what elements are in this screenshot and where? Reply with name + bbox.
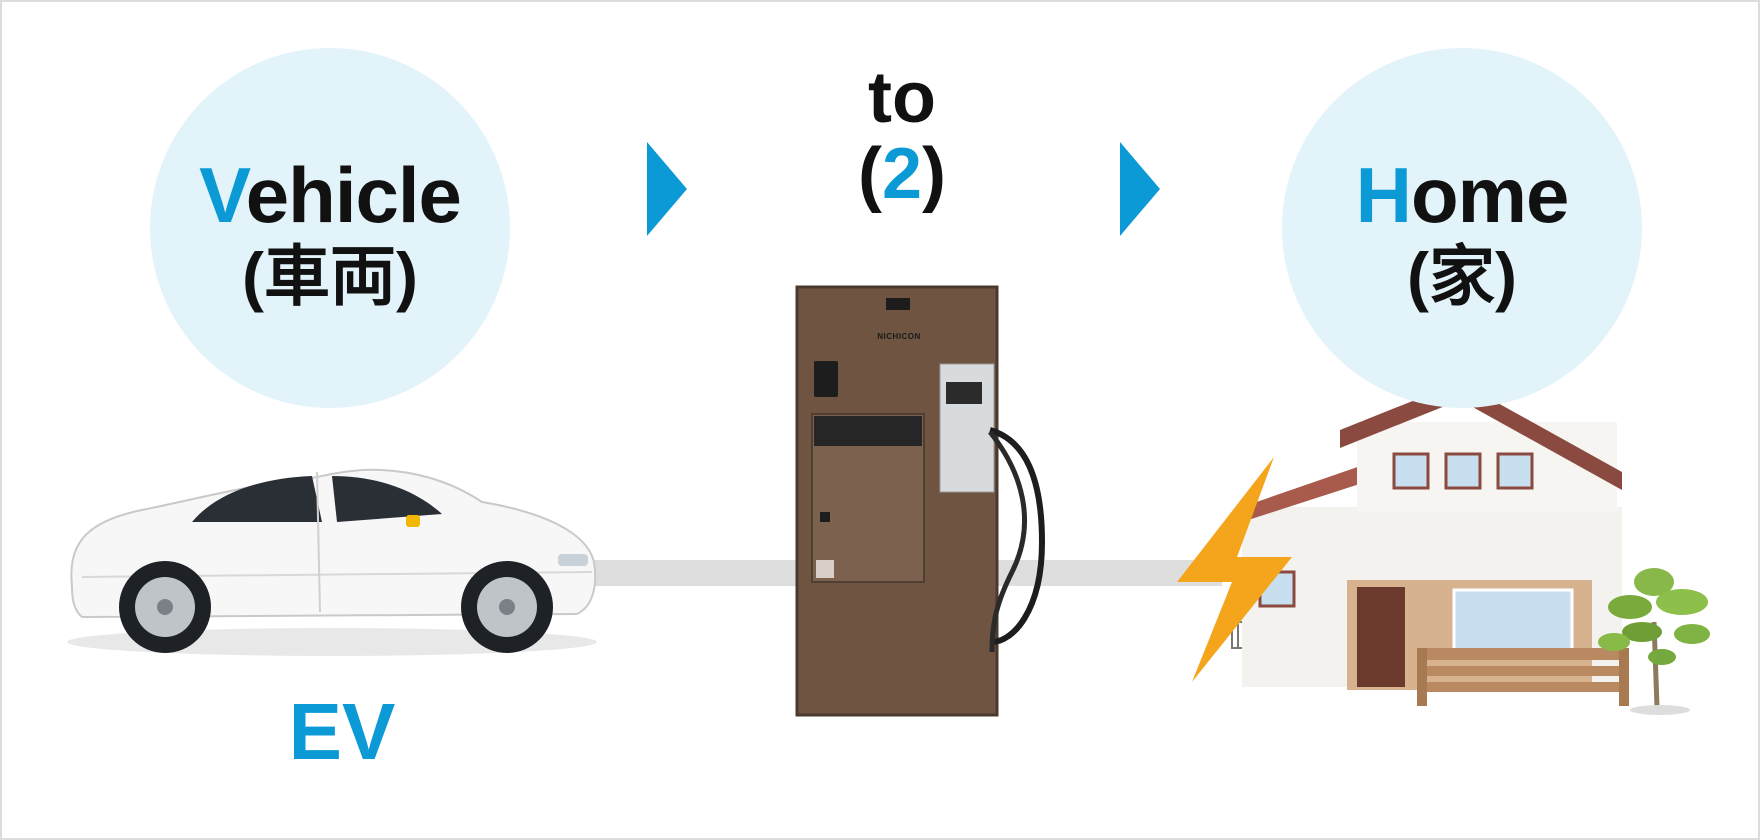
home-subtitle: (家): [1407, 239, 1517, 313]
charger-brand-label: NICHICON: [877, 332, 921, 341]
to-label: to (2): [812, 62, 992, 210]
lightning-icon: [1177, 457, 1292, 682]
home-title: Home: [1282, 156, 1642, 234]
two-digit: 2: [881, 134, 923, 214]
home-initial: H: [1355, 151, 1412, 239]
two-label: (2): [812, 138, 992, 210]
arrow-right-icon: [1120, 142, 1160, 236]
paren-close: ): [922, 134, 946, 214]
vehicle-title: Vehicle: [150, 156, 510, 234]
vehicle-initial: V: [199, 151, 247, 239]
home-rest: ome: [1410, 151, 1569, 239]
car-icon: [67, 468, 597, 656]
house-icon: [1231, 382, 1629, 706]
home-circle: Home (家): [1282, 48, 1642, 408]
charger-icon: [795, 285, 1046, 717]
paren-open: (: [857, 134, 882, 214]
vehicle-rest: ehicle: [245, 151, 462, 239]
to-text: to: [868, 58, 936, 138]
ev-label: EV: [288, 687, 396, 776]
arrow-right-icon: [647, 142, 687, 236]
tree-icon: [1598, 568, 1710, 715]
vehicle-circle: Vehicle (車両): [150, 48, 510, 408]
vehicle-subtitle: (車両): [242, 239, 418, 313]
